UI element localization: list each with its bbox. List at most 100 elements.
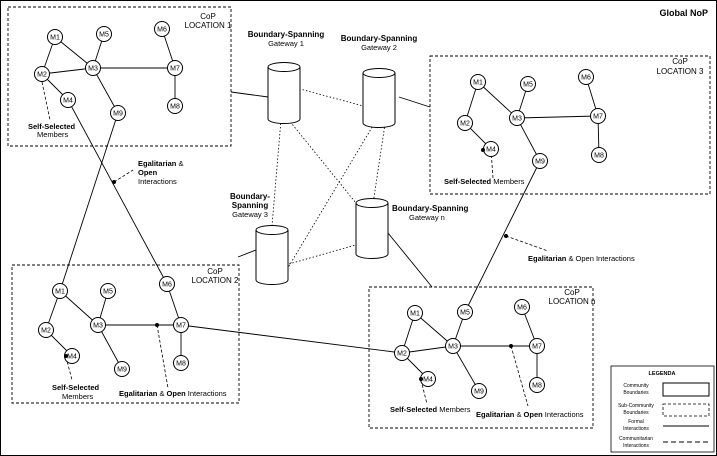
cop2-self-selected-label: Self-Selected <box>52 383 100 392</box>
member-nodes-layer: M1M2M3M4M5M6M7M8M9M1M2M3M4M5M6M7M8M9M1M2… <box>34 21 607 399</box>
member-circle <box>590 108 606 124</box>
member-label: M4 <box>63 98 73 105</box>
member-label: M3 <box>88 66 98 73</box>
member-label: M1 <box>50 35 60 42</box>
member-label: M6 <box>581 75 591 82</box>
cop3-member-m8-node: M8 <box>591 147 607 163</box>
member-circle <box>445 338 461 354</box>
gateway-n-cylinder <box>355 198 389 259</box>
annotation-dots <box>112 180 513 348</box>
cop3-self-selected-dot <box>481 148 485 152</box>
member-label: M6 <box>517 305 527 312</box>
member-circle <box>471 383 487 399</box>
member-label: M9 <box>474 389 484 396</box>
member-circle <box>529 338 545 354</box>
member-label: M4 <box>67 354 77 361</box>
ampersand-text: & <box>514 410 523 419</box>
copn-member-m9-node: M9 <box>471 383 487 399</box>
member-circle <box>159 276 175 292</box>
member-label: M8 <box>170 104 180 111</box>
member-circle <box>90 317 106 333</box>
cop1-interactions-label: Interactions <box>138 177 177 186</box>
member-label: M4 <box>423 377 433 384</box>
cop1-members-label: Members <box>37 130 69 139</box>
gateway-3-title-line1: Boundary- <box>230 192 270 201</box>
self-selected-bold-text: Self-Selected <box>390 405 438 414</box>
member-label: M7 <box>170 66 180 73</box>
cop3-label-line1: CoP <box>672 57 688 66</box>
member-circle <box>529 377 545 393</box>
member-label: M3 <box>512 116 522 123</box>
member-circle <box>591 147 607 163</box>
member-label: M2 <box>41 328 51 335</box>
gateway-n-subtitle: Gateway n <box>409 213 445 222</box>
open-bold-text: Open <box>167 389 187 398</box>
cop2-label-line2: LOCATION 2 <box>192 276 240 285</box>
member-circle <box>514 299 530 315</box>
member-label: M6 <box>162 282 172 289</box>
global-nop-title: Global NoP <box>659 8 708 18</box>
egalitarian-bold-text: Egalitarian <box>138 159 177 168</box>
member-circle <box>520 76 536 92</box>
gateway-2-cylinder <box>362 68 396 128</box>
member-circle <box>38 322 54 338</box>
cop3-member-m5-node: M5 <box>520 76 536 92</box>
member-circle <box>457 304 473 320</box>
member-circle <box>407 305 423 321</box>
member-circle <box>167 60 183 76</box>
copn-member-m2-node: M2 <box>394 345 410 361</box>
cop-location-1-boundary <box>7 6 232 147</box>
legend-item-community-line2: Boundaries <box>623 390 649 396</box>
member-label: M5 <box>460 310 470 317</box>
member-label: M1 <box>55 289 65 296</box>
and-open-interactions-text: & Open Interactions <box>566 254 635 263</box>
member-label: M2 <box>460 121 470 128</box>
cop1-member-m8-node: M8 <box>167 98 183 114</box>
member-label: M7 <box>176 323 186 330</box>
cop1-member-m3-node: M3 <box>85 60 101 76</box>
legend-item-communitarian-line2: Interactions <box>623 443 649 449</box>
cop1-label-line1: CoP <box>200 12 216 21</box>
cop2-member-m7-node: M7 <box>173 317 189 333</box>
cop1-open-label: Open <box>138 168 158 177</box>
gateway-3-subtitle: Gateway 3 <box>232 210 268 219</box>
cop2-member-m9-node: M9 <box>114 361 130 377</box>
member-circle <box>96 26 112 42</box>
cop2-label-line1: CoP <box>207 267 223 276</box>
member-label: M1 <box>410 311 420 318</box>
member-circle <box>154 21 170 37</box>
interactions-text: Interactions <box>186 389 227 398</box>
cop3-member-m6-node: M6 <box>578 69 594 85</box>
egalitarian-bold-text: Egalitarian <box>476 410 515 419</box>
cop1-member-m4-node: M4 <box>60 92 76 108</box>
member-circle <box>457 115 473 131</box>
copn-self-selected-members: Self-Selected Members <box>390 405 471 414</box>
copn-member-m8-node: M8 <box>529 377 545 393</box>
copn-member-m5-node: M5 <box>457 304 473 320</box>
member-label: M8 <box>532 383 542 390</box>
gateway-1-title: Boundary-Spanning <box>248 30 325 39</box>
member-label: M6 <box>157 27 167 34</box>
legend-item-communitarian-line1: Communitarian <box>619 436 653 442</box>
member-circle <box>509 110 525 126</box>
member-circle <box>167 98 183 114</box>
copn-member-m3-node: M3 <box>445 338 461 354</box>
member-label: M5 <box>99 32 109 39</box>
legend-item-formal-line2: Interactions <box>623 426 649 432</box>
cop2-member-m1-node: M1 <box>52 283 68 299</box>
cop1-member-m5-node: M5 <box>96 26 112 42</box>
member-label: M8 <box>176 361 186 368</box>
member-label: M3 <box>93 323 103 330</box>
annotation-leaders <box>41 81 549 407</box>
cop-location-n-boundary <box>368 286 594 429</box>
legend-item-subcommunity-line2: Boundaries <box>623 410 649 416</box>
member-circle <box>578 69 594 85</box>
member-circle <box>85 60 101 76</box>
legend-item-subcommunity-line1: Sub-Community <box>618 403 654 409</box>
cop2-egalitarian-open-interactions: Egalitarian & Open Interactions <box>119 389 227 398</box>
member-circle <box>470 74 486 90</box>
member-label: M9 <box>113 111 123 118</box>
egalitarian-bold-text: Egalitarian <box>119 389 158 398</box>
member-circle <box>173 317 189 333</box>
